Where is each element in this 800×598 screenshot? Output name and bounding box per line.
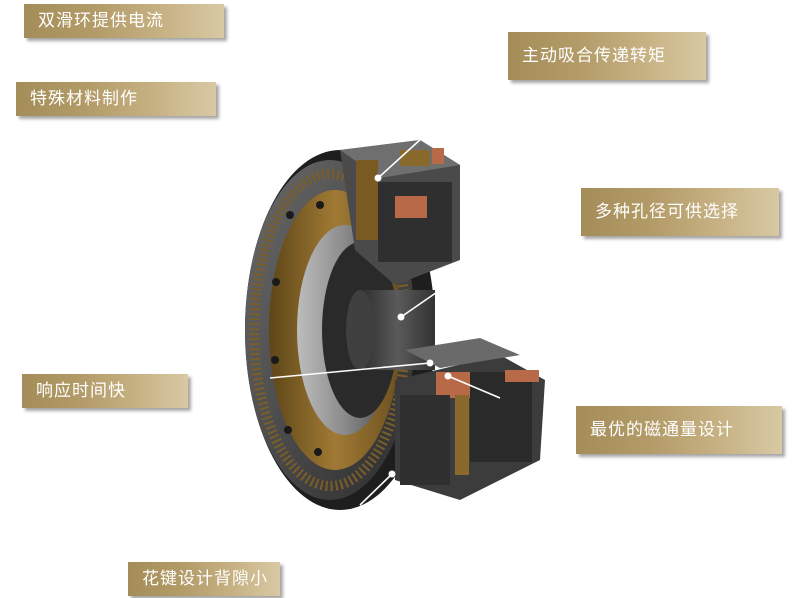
label-active-attraction: 主动吸合传递转矩 [508, 32, 706, 80]
label-fast-response: 响应时间快 [22, 374, 188, 408]
leader-lines [269, 127, 501, 506]
lower-cut-section [395, 338, 545, 500]
label-spline-backlash: 花键设计背隙小 [128, 562, 280, 596]
label-optimal-flux: 最优的磁通量设计 [576, 406, 782, 454]
label-bore-options: 多种孔径可供选择 [581, 188, 779, 236]
label-special-material: 特殊材料制作 [16, 82, 216, 116]
label-dual-slip-ring: 双滑环提供电流 [24, 4, 224, 38]
leader-dots [374, 174, 452, 478]
upper-cut-section [340, 140, 460, 285]
